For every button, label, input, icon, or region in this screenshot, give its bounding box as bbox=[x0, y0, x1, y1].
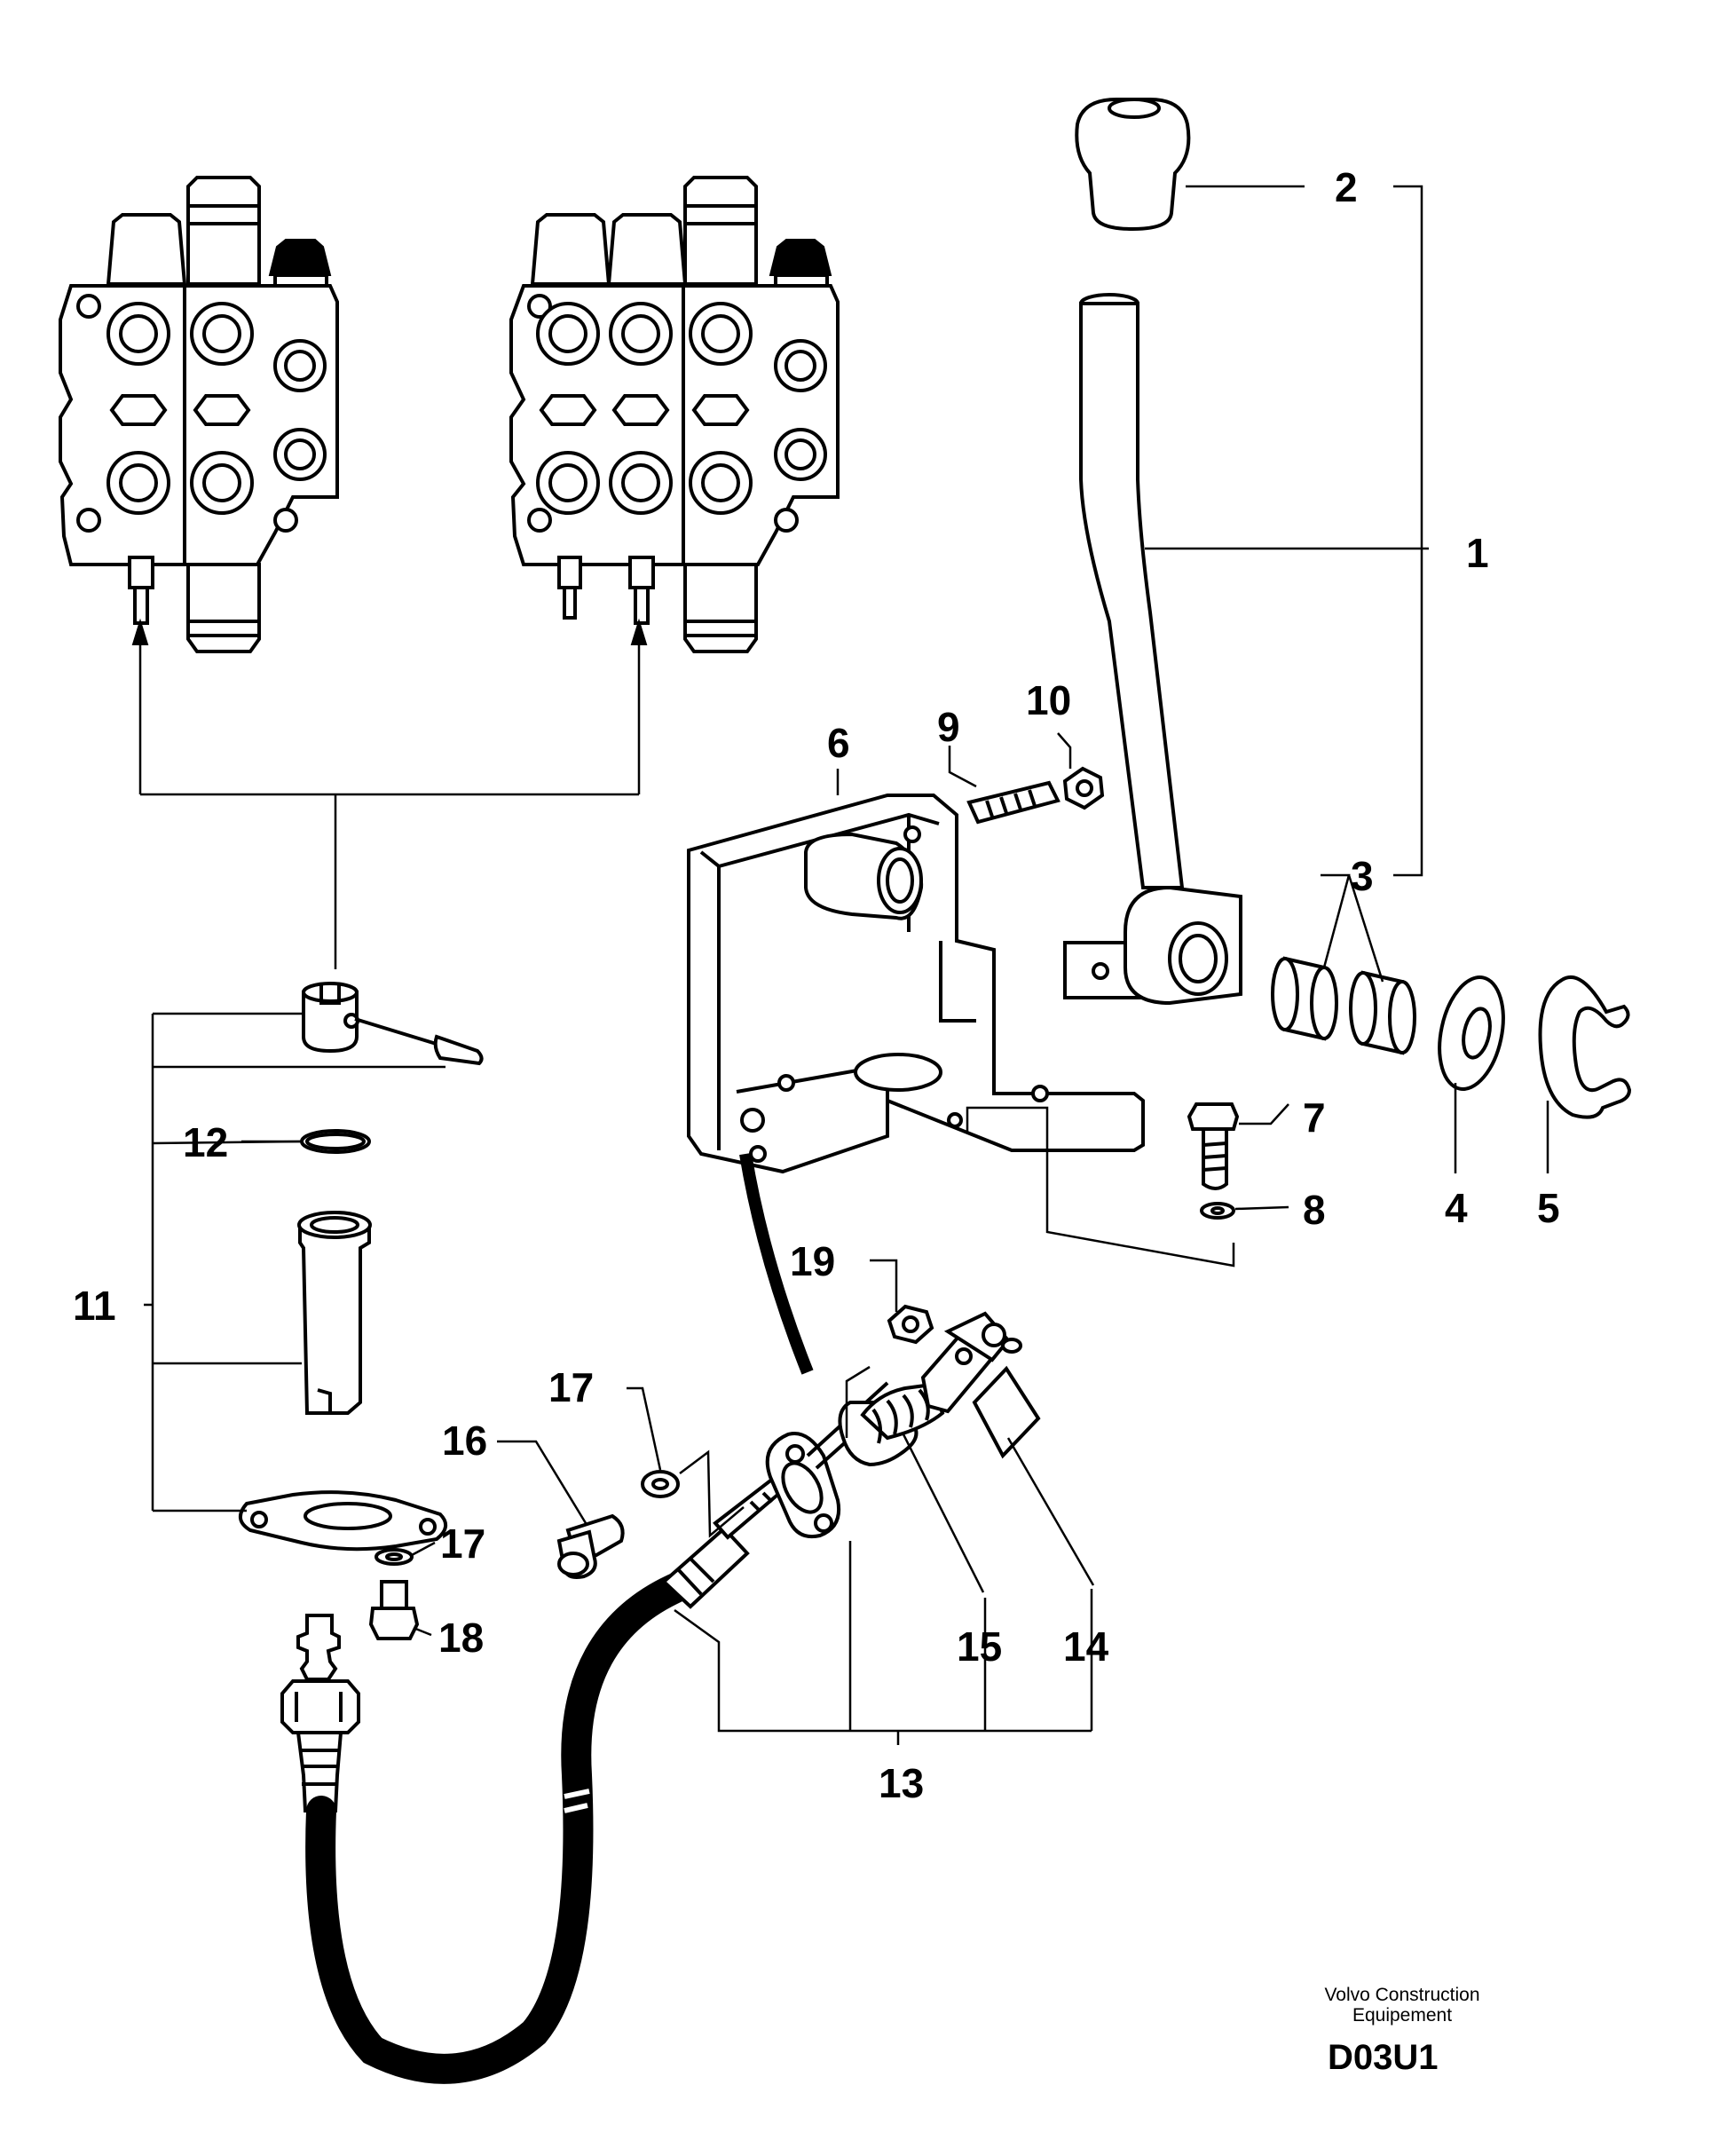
valve-link-lines bbox=[131, 618, 648, 969]
guide-tube-part-11 bbox=[297, 1211, 372, 1415]
figure-code: D03U1 bbox=[1328, 2038, 1439, 2077]
callout-8: 8 bbox=[1303, 1187, 1326, 1233]
o-ring-part-12 bbox=[300, 1129, 371, 1154]
washer-part-4 bbox=[1438, 975, 1505, 1091]
leader-lines bbox=[241, 185, 1549, 1745]
circlip-part-5 bbox=[1538, 975, 1632, 1119]
washer-part-17-lower bbox=[375, 1548, 414, 1566]
callout-6: 6 bbox=[827, 720, 850, 766]
callout-5: 5 bbox=[1537, 1185, 1560, 1231]
cable-assembly-part-13 bbox=[280, 1311, 1041, 2084]
publisher-label: Volvo Construction Equipement bbox=[1296, 1985, 1509, 2026]
callout-10: 10 bbox=[1026, 677, 1072, 723]
control-valve-right bbox=[509, 176, 840, 653]
callout-12: 12 bbox=[183, 1119, 229, 1165]
assembly-11-bracket-line bbox=[144, 1012, 445, 1512]
callout-4: 4 bbox=[1445, 1185, 1468, 1231]
bracket-part-6 bbox=[687, 794, 1145, 1174]
washer-part-8 bbox=[1200, 1202, 1235, 1220]
callout-17-lower: 17 bbox=[440, 1520, 486, 1567]
callout-13: 13 bbox=[879, 1760, 925, 1806]
callout-14: 14 bbox=[1063, 1623, 1109, 1670]
nut-part-19 bbox=[887, 1304, 934, 1345]
nut-part-10 bbox=[1062, 766, 1105, 810]
callout-18: 18 bbox=[438, 1615, 485, 1661]
callout-9: 9 bbox=[937, 704, 960, 750]
lever-part-1 bbox=[1063, 98, 1242, 1006]
control-valve-left bbox=[59, 176, 339, 653]
stud-part-9 bbox=[966, 780, 1061, 825]
washer-part-17-upper bbox=[641, 1470, 680, 1498]
callout-7: 7 bbox=[1303, 1094, 1326, 1141]
callout-15: 15 bbox=[957, 1623, 1003, 1670]
callout-19: 19 bbox=[790, 1238, 836, 1284]
callout-16: 16 bbox=[442, 1418, 488, 1464]
callout-17-upper: 17 bbox=[548, 1364, 595, 1410]
fitting-part-18 bbox=[368, 1580, 420, 1640]
clevis-part-11 bbox=[302, 982, 484, 1066]
publisher-line-2: Equipement bbox=[1352, 2005, 1453, 2026]
bushings-part-3 bbox=[1271, 956, 1416, 1055]
cable-route-line bbox=[739, 1152, 814, 1375]
callout-3: 3 bbox=[1351, 853, 1374, 899]
callout-11: 11 bbox=[73, 1283, 116, 1329]
bracket-fastener-line bbox=[966, 1106, 1235, 1268]
fitting-part-16 bbox=[556, 1513, 625, 1579]
publisher-line-1: Volvo Construction bbox=[1324, 1985, 1480, 2005]
flange-part-11 bbox=[239, 1490, 447, 1552]
callout-2: 2 bbox=[1335, 164, 1358, 210]
callout-1: 1 bbox=[1466, 530, 1489, 576]
bolt-part-7 bbox=[1187, 1102, 1240, 1190]
